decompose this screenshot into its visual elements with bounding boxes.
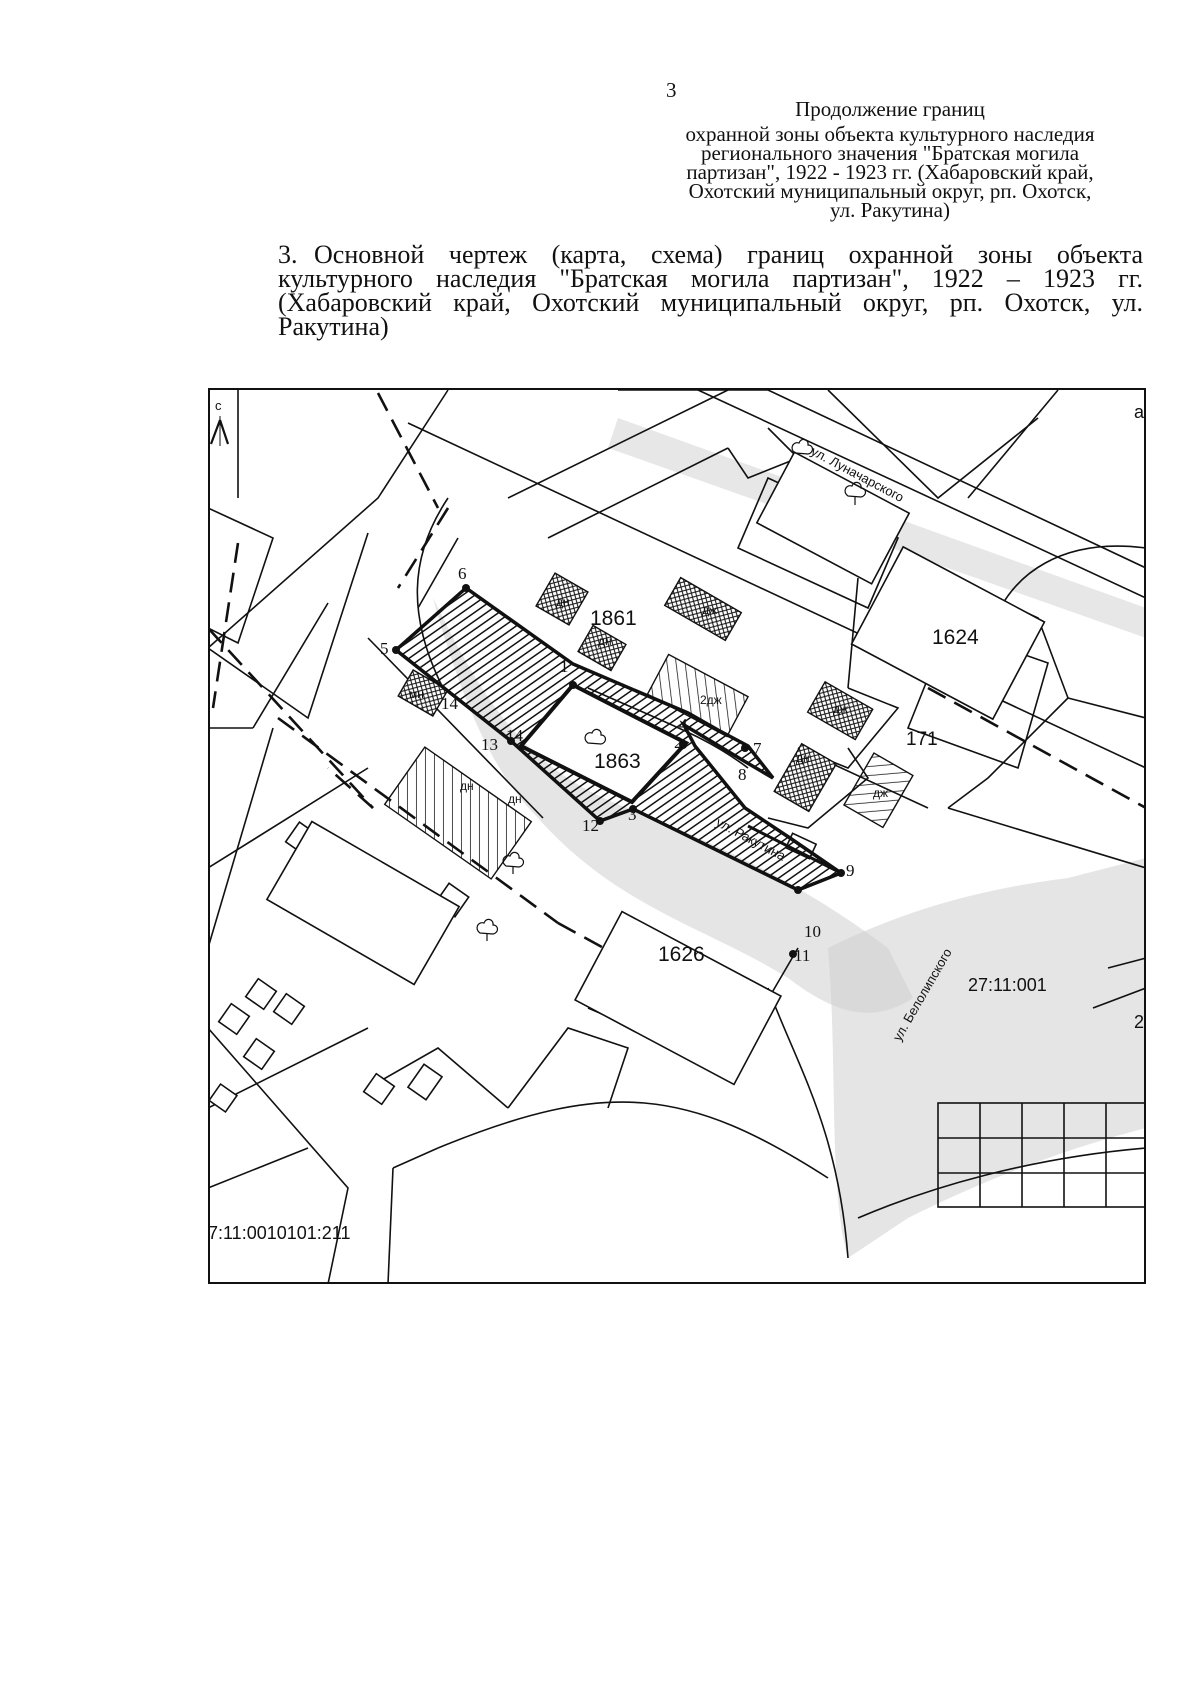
point-label: 10 xyxy=(804,922,821,941)
crosshatched-buildings xyxy=(397,572,874,813)
outer-boundary xyxy=(393,586,845,892)
point-label: 9 xyxy=(846,861,855,880)
inner-boundary xyxy=(517,682,690,805)
tree-icon xyxy=(476,438,867,941)
continuation-header: Продолжение границ охранной зоны объекта… xyxy=(640,97,1140,222)
continuation-line: охранной зоны объекта культурного наслед… xyxy=(685,122,1095,146)
map-drawing: с 1861 1624 1863 1626 171 27:11:001 7:11… xyxy=(208,388,1146,1284)
continuation-line: партизан", 1922 - 1923 гг. (Хабаровский … xyxy=(686,160,1094,184)
continuation-line: регионального значения "Братская могила xyxy=(700,141,1080,165)
building-code: дж xyxy=(833,702,848,716)
point-label: 1 xyxy=(560,657,569,676)
continuation-heading: Продолжение границ xyxy=(795,97,985,121)
building-code: мн xyxy=(409,687,424,701)
point-label: 6 xyxy=(458,564,467,583)
building-code: дн xyxy=(598,634,612,648)
parcel-label: 171 xyxy=(906,729,938,750)
point-label: 7 xyxy=(753,739,762,758)
point-label: 11 xyxy=(794,946,810,965)
continuation-line: Охотский муниципальный округ, рп. Охотск… xyxy=(688,179,1092,203)
boundary-points xyxy=(392,584,845,958)
edge-mark: 2 xyxy=(1134,1012,1144,1032)
street-area-rakutina xyxy=(433,598,913,1013)
north-arrow-icon xyxy=(209,416,230,446)
cadastral-label: 7:11:0010101:211 xyxy=(208,1223,350,1243)
grid-table xyxy=(937,1102,1146,1208)
point-label: 4 xyxy=(679,715,688,734)
building-code: дн xyxy=(460,779,474,793)
building-code: дн xyxy=(508,792,522,806)
building-code: 2дж xyxy=(700,693,722,707)
building-code: дн xyxy=(796,751,810,765)
point-label: 5 xyxy=(380,639,389,658)
north-letter: с xyxy=(215,398,222,413)
building-code: дж xyxy=(873,786,888,800)
parcel-label: 1624 xyxy=(932,626,979,649)
large-buildings xyxy=(265,451,1046,1086)
parcel-label: 1863 xyxy=(594,750,641,773)
continuation-line: ул. Ракутина) xyxy=(830,198,950,222)
point-label: 2 xyxy=(674,733,683,752)
point-label: 13 xyxy=(481,735,498,754)
cadastral-label: 27:11:001 xyxy=(968,975,1047,995)
parcel-label: 1626 xyxy=(658,943,705,966)
point-label: 14 xyxy=(441,694,459,713)
page-number: 3 xyxy=(666,78,677,102)
point-label: 3 xyxy=(628,805,637,824)
building-code: дж xyxy=(702,603,717,617)
boundary-map: с 1861 1624 1863 1626 171 27:11:001 7:11… xyxy=(208,388,1146,1284)
point-label: 12 xyxy=(582,816,599,835)
street-area-belolipskogo xyxy=(828,858,1146,1258)
edge-mark: а xyxy=(1134,402,1145,422)
section-text: Основной чертеж (карта, схема) границ ох… xyxy=(278,240,1143,341)
section-number: 3. xyxy=(278,240,298,269)
hatched-buildings xyxy=(383,653,914,880)
point-label: 8 xyxy=(738,765,747,784)
parcel-label: 1861 xyxy=(590,607,637,630)
dashed-boundary xyxy=(208,392,1146,1040)
building-code: дн xyxy=(556,595,570,609)
point-label: 14 xyxy=(506,726,524,745)
section-title: 3.Основной чертеж (карта, схема) границ … xyxy=(278,240,1143,341)
